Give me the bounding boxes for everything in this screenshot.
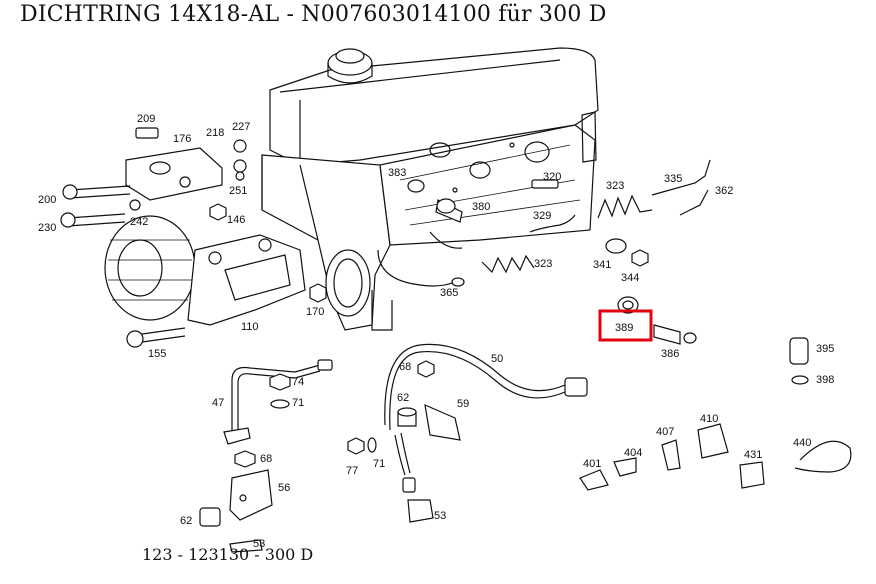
page-title: DICHTRING 14X18-AL - N007603014100 für 3… [20, 2, 607, 27]
part-label-380[interactable]: 380 [472, 201, 490, 213]
alternator-drawing [60, 127, 327, 348]
part-label-251[interactable]: 251 [229, 185, 247, 197]
part-label-386[interactable]: 386 [661, 348, 679, 360]
part-label-47[interactable]: 47 [212, 397, 224, 409]
part-label-242[interactable]: 242 [130, 216, 148, 228]
part-label-59[interactable]: 59 [457, 398, 469, 410]
diagram-footer: 123 - 123130 - 300 D [142, 545, 314, 564]
part-label-389[interactable]: 389 [615, 322, 633, 334]
part-label-365[interactable]: 365 [440, 287, 458, 299]
part-label-398[interactable]: 398 [816, 374, 834, 386]
part-label-68-left[interactable]: 68 [260, 453, 272, 465]
part-label-230[interactable]: 230 [38, 222, 56, 234]
sensor-wiring-drawing [377, 159, 711, 287]
part-label-404[interactable]: 404 [624, 447, 642, 459]
part-label-341[interactable]: 341 [593, 259, 611, 271]
part-label-56[interactable]: 56 [278, 482, 290, 494]
part-label-146[interactable]: 146 [227, 214, 245, 226]
part-label-335[interactable]: 335 [664, 173, 682, 185]
part-label-344[interactable]: 344 [621, 272, 639, 284]
highlight-box [598, 309, 653, 342]
part-label-227[interactable]: 227 [232, 121, 250, 133]
brackets-right-drawing [579, 423, 852, 491]
engine-block-drawing [261, 47, 599, 331]
part-label-407[interactable]: 407 [656, 426, 674, 438]
part-label-383[interactable]: 383 [388, 167, 406, 179]
oil-line-drawing [384, 343, 588, 523]
part-label-323-upper[interactable]: 323 [606, 180, 624, 192]
part-label-395[interactable]: 395 [816, 343, 834, 355]
part-label-77[interactable]: 77 [346, 465, 358, 477]
part-label-431[interactable]: 431 [744, 449, 762, 461]
part-label-176[interactable]: 176 [173, 133, 191, 145]
part-label-110[interactable]: 110 [241, 321, 259, 333]
part-label-62-center[interactable]: 62 [397, 392, 409, 404]
part-label-200[interactable]: 200 [38, 194, 56, 206]
part-label-440[interactable]: 440 [793, 437, 811, 449]
part-label-401[interactable]: 401 [583, 458, 601, 470]
part-label-323-lower[interactable]: 323 [534, 258, 552, 270]
part-labels: 209 176 218 227 200 251 242 146 230 110 … [38, 113, 834, 550]
part-label-74[interactable]: 74 [292, 376, 304, 388]
part-label-62-left[interactable]: 62 [180, 515, 192, 527]
part-label-155[interactable]: 155 [148, 348, 166, 360]
part-label-410[interactable]: 410 [700, 413, 718, 425]
part-label-71-center[interactable]: 71 [373, 458, 385, 470]
small-parts-left-drawing [199, 359, 461, 553]
part-label-362[interactable]: 362 [715, 185, 733, 197]
oil-pressure-sender-drawing [617, 296, 809, 385]
part-label-50[interactable]: 50 [491, 353, 503, 365]
part-label-320[interactable]: 320 [543, 171, 561, 183]
part-label-68-center[interactable]: 68 [399, 361, 411, 373]
part-label-209[interactable]: 209 [137, 113, 155, 125]
part-label-71-left[interactable]: 71 [292, 397, 304, 409]
part-label-53-center[interactable]: 53 [434, 510, 446, 522]
part-label-329[interactable]: 329 [533, 210, 551, 222]
part-label-53-left[interactable]: 53 [253, 538, 265, 550]
part-label-218[interactable]: 218 [206, 127, 224, 139]
part-label-170[interactable]: 170 [306, 306, 324, 318]
